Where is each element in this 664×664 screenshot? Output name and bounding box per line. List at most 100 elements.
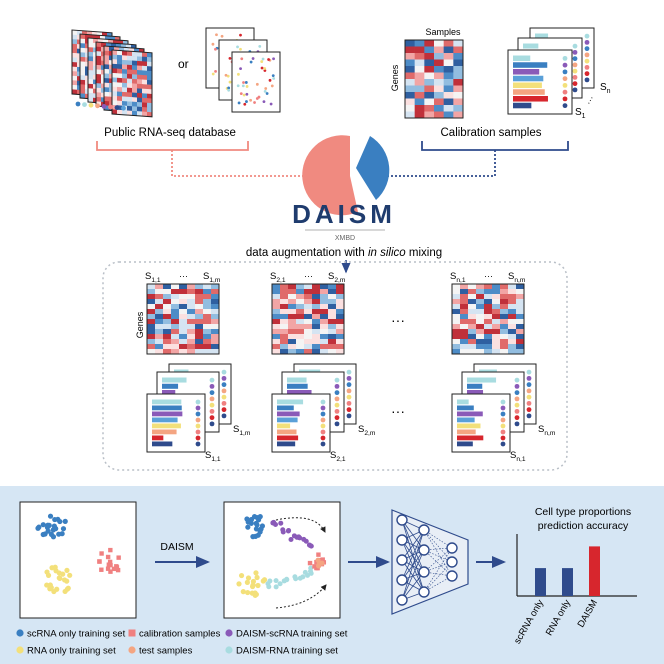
calibration-bar-stack — [507, 27, 595, 115]
heatmap-cell — [195, 349, 204, 355]
heatmap-cell — [434, 111, 444, 119]
umap-point — [262, 100, 266, 104]
bar-card-dot — [334, 408, 340, 414]
heatmap-cell — [171, 334, 180, 340]
scrna-point — [48, 531, 55, 538]
heatmap-cell — [187, 289, 196, 295]
heatmap-cell — [96, 83, 102, 89]
stack-dot — [95, 103, 100, 109]
nn-node — [396, 554, 408, 566]
umap-point — [220, 34, 224, 38]
logo-sub: XMBD — [335, 235, 355, 242]
heatmap-cell — [468, 324, 477, 330]
heatmap-cell — [171, 329, 180, 335]
heatmap-cell — [137, 102, 143, 108]
heatmap-cell — [500, 304, 509, 310]
heatmap-cell — [112, 82, 118, 88]
bar-card-dot — [500, 423, 506, 429]
heatmap-cell — [272, 284, 281, 290]
heatmap-cell — [88, 88, 94, 94]
stack-dot — [121, 105, 126, 111]
heatmap-border — [111, 49, 153, 118]
bar-card-dot — [221, 375, 227, 381]
heatmap-cell — [508, 349, 517, 355]
heatmap-cell — [476, 324, 485, 330]
daism-rna-point — [308, 570, 314, 576]
heatmap-cell — [460, 314, 469, 320]
umap-point — [239, 92, 243, 96]
heatmap-cell — [117, 96, 123, 102]
daism-scrna-point — [296, 534, 302, 540]
heatmap-cell — [460, 349, 469, 355]
bar-card-dot — [209, 421, 215, 427]
heatmap-cell — [468, 309, 477, 315]
legend-label: RNA only training set — [27, 646, 116, 657]
heatmap-cell — [203, 349, 212, 355]
bar-card-dot — [346, 400, 352, 406]
heatmap-border — [271, 283, 345, 355]
heatmap-cell — [112, 63, 118, 69]
heatmap-cell — [137, 92, 143, 99]
heatmap-cell — [516, 324, 525, 330]
heatmap-cell — [434, 53, 444, 60]
umap-point — [249, 60, 253, 64]
heatmap-cell — [460, 324, 469, 330]
heatmap-border — [404, 39, 464, 119]
daism-scrna-point — [285, 528, 291, 534]
heatmap-cell — [312, 289, 321, 295]
heatmap-cell — [304, 314, 313, 320]
heatmap-cell — [328, 289, 337, 295]
heatmap-cell — [211, 324, 220, 330]
bar-card-dot — [584, 33, 590, 39]
heatmap-cell — [112, 68, 118, 74]
heatmap-cell — [88, 79, 94, 85]
scrna-point — [257, 514, 263, 520]
heatmap-cell — [443, 72, 454, 80]
heatmap-cell — [453, 85, 464, 93]
umap-point — [237, 101, 241, 105]
bar-card-bar — [523, 43, 539, 49]
heatmap-cell — [163, 299, 172, 305]
heatmap-cell — [171, 304, 180, 310]
heatmap-cell — [142, 74, 148, 81]
scrna-point — [40, 531, 46, 538]
legend-swatch — [16, 646, 24, 654]
heatmap-cell — [312, 314, 321, 320]
heatmap-cell — [336, 324, 345, 330]
chart-bar — [562, 568, 573, 596]
right-dotted-connector — [384, 150, 496, 177]
heatmap-cell — [280, 309, 289, 315]
heatmap-cell — [147, 339, 156, 345]
heatmap-cell — [88, 38, 94, 44]
heatmap-cell — [280, 284, 289, 290]
rna-point — [252, 592, 258, 598]
bar-card-bar — [457, 441, 473, 447]
umap-point — [249, 98, 253, 102]
heatmap-cell — [476, 329, 485, 335]
bar-card-bar — [152, 411, 183, 417]
heatmap-cell — [117, 54, 123, 61]
heatmap-cell — [147, 334, 156, 340]
heatmap-cell — [336, 349, 345, 355]
heatmap-cell — [187, 304, 196, 310]
heatmap-cell — [468, 314, 477, 320]
heatmap-cell — [187, 344, 196, 350]
heatmap-cell — [516, 329, 525, 335]
heatmap-cell — [336, 334, 345, 340]
heatmap-cell — [96, 96, 102, 103]
legend-item: scRNA only training set — [16, 629, 126, 640]
bar-card-dot — [221, 407, 227, 413]
chart-bar — [535, 568, 546, 596]
heatmap-cell — [112, 59, 118, 65]
nn-node — [396, 574, 408, 586]
bar-card-bar — [457, 405, 474, 411]
heatmap-cell — [424, 85, 435, 93]
legend-label: test samples — [139, 646, 193, 657]
heatmap-cell — [147, 304, 156, 310]
heatmap-cell — [203, 324, 212, 330]
umap-point — [245, 100, 248, 103]
heatmap-cell — [484, 304, 493, 310]
heatmap-cell — [104, 59, 110, 65]
bar-card-bar — [162, 390, 176, 396]
heatmap-cell — [132, 92, 138, 98]
